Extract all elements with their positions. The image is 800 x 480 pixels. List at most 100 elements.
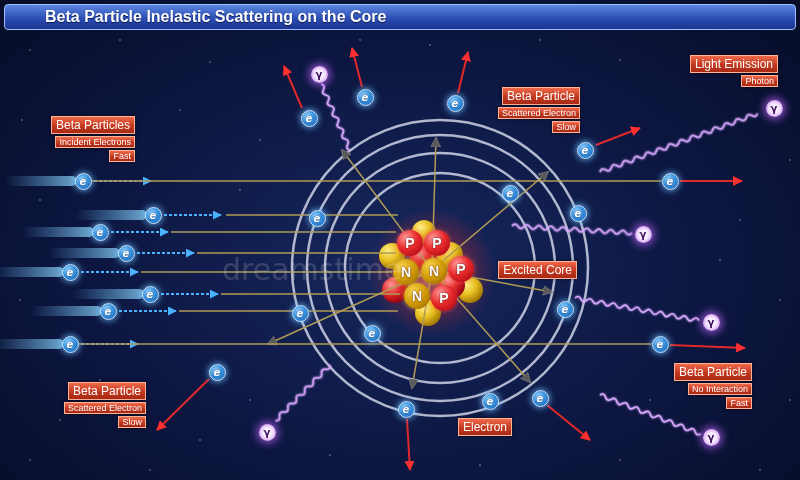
particle-symbol: e <box>362 92 369 103</box>
stars <box>20 40 790 470</box>
electron: e <box>100 303 117 320</box>
electron: e <box>301 110 318 127</box>
electron: e <box>309 210 326 227</box>
particle-symbol: e <box>403 404 410 415</box>
label-tag-group: Beta ParticleScattered ElectronSlow <box>498 87 580 133</box>
electron: e <box>557 301 574 318</box>
label-tag: Light Emission <box>690 55 778 73</box>
label-tag-group: Beta ParticleScattered ElectronSlow <box>64 382 146 428</box>
particle-symbol: e <box>67 267 74 278</box>
deflected-track <box>432 172 548 270</box>
particle-symbol: e <box>537 393 544 404</box>
particle-symbol: P <box>439 290 448 306</box>
electron: e <box>570 205 587 222</box>
electron: e <box>209 364 226 381</box>
label-tag: Beta Particle <box>68 382 146 400</box>
electron: e <box>502 185 519 202</box>
particle-symbol: e <box>123 248 130 259</box>
electron: e <box>62 336 79 353</box>
electron: e <box>482 393 499 410</box>
particle-symbol: e <box>452 98 459 109</box>
particle-symbol: N <box>412 288 422 304</box>
electron-trail <box>72 289 144 299</box>
particle-symbol: e <box>147 289 154 300</box>
outgoing-arrow <box>680 180 742 182</box>
particle-symbol: e <box>150 210 157 221</box>
electron: e <box>145 207 162 224</box>
label-tag: Beta Particle <box>502 87 580 105</box>
label-tag: Excited Core <box>498 261 577 279</box>
electron: e <box>142 286 159 303</box>
particle-symbol: N <box>429 263 439 279</box>
photon-wave <box>512 224 632 235</box>
incident-arrow <box>119 310 176 312</box>
label-tag-group: Beta ParticleNo InteractionFast <box>674 363 752 409</box>
particle-symbol: P <box>432 235 441 251</box>
particle-symbol: e <box>507 188 514 199</box>
label-tag-group: Electron <box>458 418 512 436</box>
incident-arrow <box>164 214 221 216</box>
particle-symbol: e <box>582 145 589 156</box>
electron-track <box>79 343 652 345</box>
label-subtag: Scattered Electron <box>64 402 146 414</box>
outgoing-arrow <box>596 128 640 145</box>
incident-arrow <box>137 252 194 254</box>
incident-arrow <box>111 231 168 233</box>
outgoing-arrows <box>157 48 745 470</box>
electron: e <box>357 89 374 106</box>
proton: P <box>448 256 474 282</box>
particle-symbol: P <box>456 261 465 277</box>
outgoing-arrow <box>352 48 362 87</box>
incident-arrows <box>81 181 221 344</box>
photon-wave <box>319 83 352 151</box>
deflected-track <box>432 270 530 382</box>
electron: e <box>364 325 381 342</box>
electron-trails <box>0 176 147 349</box>
particle-symbol: e <box>80 176 87 187</box>
label-tag-group: Light EmissionPhoton <box>690 55 778 87</box>
electron: e <box>292 305 309 322</box>
label-subtag: Incident Electrons <box>55 136 135 148</box>
electron-trail <box>30 306 102 316</box>
outgoing-arrow <box>670 345 745 348</box>
photon-wave <box>599 112 758 174</box>
title-bar: Beta Particle Inelastic Scattering on th… <box>4 4 796 30</box>
photon: γ <box>703 429 720 446</box>
electron-trail <box>22 227 94 237</box>
electron-trail <box>75 210 147 220</box>
particle-symbol: e <box>575 208 582 219</box>
particle-symbol: e <box>297 308 304 319</box>
electron-trail <box>0 339 64 349</box>
electron-trail <box>5 176 77 186</box>
photon: γ <box>703 314 720 331</box>
label-tag-group: Excited Core <box>498 261 577 279</box>
label-subtag: Photon <box>741 75 778 87</box>
particle-symbol: γ <box>708 317 715 328</box>
electron: e <box>662 173 679 190</box>
outgoing-arrow <box>458 52 468 93</box>
photon: γ <box>259 424 276 441</box>
particle-symbol: e <box>314 213 321 224</box>
proton: P <box>431 285 457 311</box>
photon-wave <box>274 364 332 422</box>
photon: γ <box>766 100 783 117</box>
electron: e <box>652 336 669 353</box>
particle-symbol: e <box>667 176 674 187</box>
proton: P <box>424 230 450 256</box>
electron-trail <box>0 267 64 277</box>
particle-symbol: e <box>487 396 494 407</box>
particle-symbol: γ <box>708 432 715 443</box>
label-tag: Beta Particle <box>674 363 752 381</box>
outgoing-arrow <box>157 379 209 430</box>
electron: e <box>532 390 549 407</box>
particle-symbol: e <box>214 367 221 378</box>
label-subtag: Slow <box>552 121 580 133</box>
photon: γ <box>635 226 652 243</box>
photon: γ <box>311 66 328 83</box>
outgoing-arrow <box>284 66 302 108</box>
incident-arrow <box>161 293 218 295</box>
label-subtag: Scattered Electron <box>498 107 580 119</box>
electron-trail <box>48 248 120 258</box>
electron: e <box>62 264 79 281</box>
